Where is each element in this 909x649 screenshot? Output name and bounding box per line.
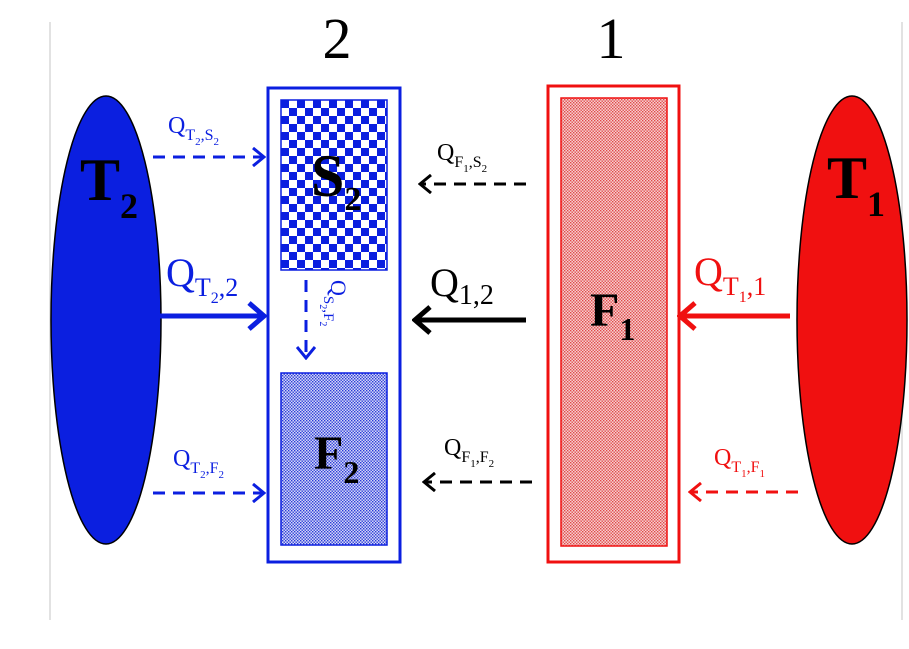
reservoir-t1-label: T1: [827, 145, 885, 224]
block-s2-label: S2: [311, 143, 361, 218]
system-1-label: 1: [597, 6, 626, 71]
label-qf1s2: QF1,S2: [437, 140, 487, 175]
reservoir-t1: [796, 95, 908, 545]
label-qt11: QT1,1: [694, 249, 766, 306]
label-qt2f2: QT2,F2: [173, 446, 224, 481]
block-f1-label: F1: [590, 284, 635, 347]
label-qs2f2: QS2,F2: [317, 280, 351, 326]
reservoir-t2-label: T2: [80, 147, 138, 226]
label-qt2s2: QT2,S2: [168, 113, 219, 148]
block-f2-label: F2: [314, 427, 359, 490]
block-f2: [280, 372, 388, 546]
label-qt22: QT2,2: [166, 250, 238, 307]
label-q12: Q1,2: [430, 260, 494, 311]
block-f1: [560, 97, 668, 547]
label-qf1f2: QF1,F2: [444, 435, 494, 470]
label-qt1f1: QT1,F1: [714, 445, 765, 480]
block-s2: [280, 99, 388, 271]
system-2-label: 2: [323, 6, 352, 71]
reservoir-t2: [50, 95, 162, 545]
